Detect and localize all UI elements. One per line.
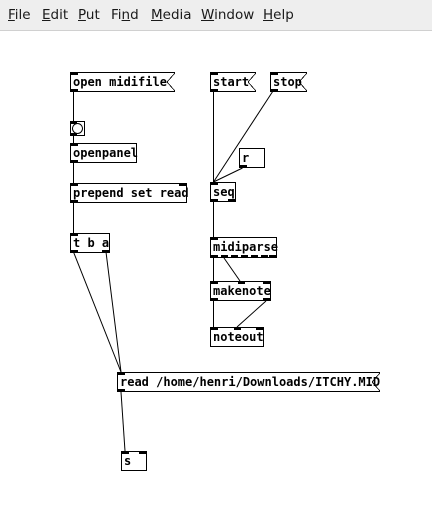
patch-canvas[interactable]: open midifile openpanel prepend set read… <box>0 31 432 520</box>
outlet-right[interactable] <box>263 298 270 301</box>
outlet[interactable] <box>71 89 78 92</box>
noteout-object[interactable]: noteout <box>210 327 264 347</box>
inlet[interactable] <box>71 121 77 124</box>
outlet-7[interactable] <box>269 255 276 258</box>
inlet[interactable] <box>71 72 78 75</box>
menu-file[interactable]: File <box>8 7 31 23</box>
outlet[interactable] <box>71 200 78 203</box>
read-file-message[interactable]: read /home/henri/Downloads/ITCHY.MID <box>117 372 380 392</box>
inlet-mid[interactable] <box>238 281 245 284</box>
inlet[interactable] <box>211 182 218 185</box>
start-message[interactable]: start <box>210 72 256 92</box>
stop-message[interactable]: stop <box>270 72 307 92</box>
seq-object[interactable]: seq <box>210 182 236 202</box>
menu-put[interactable]: Put <box>78 7 100 23</box>
menu-help[interactable]: Help <box>263 7 294 23</box>
inlet[interactable] <box>71 143 78 146</box>
cord-makenote-vel-to-noteout <box>236 300 267 328</box>
cord-midiparse-b-to-makenote <box>223 257 241 282</box>
inlet-left[interactable] <box>211 327 218 330</box>
cord-trigger-right-to-read <box>105 251 122 373</box>
outlet-left[interactable] <box>211 298 218 301</box>
cord-trigger-left-to-read <box>73 251 122 373</box>
openpanel-label: openpanel <box>73 146 139 160</box>
start-label: start <box>213 75 250 89</box>
midiparse-label: midiparse <box>213 240 279 254</box>
cord-read-to-send <box>120 391 126 452</box>
outlet-left[interactable] <box>211 199 218 202</box>
bang-button[interactable] <box>70 121 85 136</box>
inlet[interactable] <box>211 72 218 75</box>
send-label: s <box>124 454 132 468</box>
outlet-right[interactable] <box>102 250 109 253</box>
inlet[interactable] <box>211 237 218 240</box>
makenote-label: makenote <box>213 284 271 298</box>
receive-object[interactable]: r <box>239 148 265 168</box>
menu-find[interactable]: Find <box>111 7 139 23</box>
inlet-right[interactable] <box>256 327 263 330</box>
inlet[interactable] <box>271 72 278 75</box>
open-midifile-label: open midifile <box>73 75 167 89</box>
midiparse-object[interactable]: midiparse <box>210 237 279 258</box>
outlet-3[interactable] <box>231 255 238 258</box>
inlet-right[interactable] <box>179 183 186 186</box>
outlet[interactable] <box>211 89 218 92</box>
outlet[interactable] <box>240 165 247 168</box>
prepend-object[interactable]: prepend set read <box>70 183 189 203</box>
menu-edit[interactable]: Edit <box>42 7 69 23</box>
patch-cords <box>73 90 274 452</box>
openpanel-object[interactable]: openpanel <box>70 143 139 163</box>
trigger-label: t b a <box>73 236 110 250</box>
inlet-right[interactable] <box>263 281 270 284</box>
outlet[interactable] <box>271 89 278 92</box>
menu-bar: File Edit Put Find Media Window Help <box>0 0 432 31</box>
seq-label: seq <box>213 185 235 199</box>
trigger-object[interactable]: t b a <box>70 233 110 253</box>
inlet[interactable] <box>71 183 78 186</box>
menu-media[interactable]: Media <box>151 7 192 23</box>
outlet-left[interactable] <box>71 250 78 253</box>
outlet-1[interactable] <box>211 255 218 258</box>
prepend-label: prepend set read <box>73 186 189 200</box>
inlet-mid[interactable] <box>234 327 241 330</box>
cord-r-to-seq <box>213 167 243 183</box>
open-midifile-message[interactable]: open midifile <box>70 72 175 92</box>
outlet-right[interactable] <box>228 199 235 202</box>
outlet[interactable] <box>118 389 125 392</box>
outlet-2[interactable] <box>221 255 228 258</box>
outlet[interactable] <box>71 160 78 163</box>
inlet[interactable] <box>118 372 125 375</box>
outlet[interactable] <box>71 133 77 136</box>
inlet[interactable] <box>122 451 129 454</box>
cord-stop-to-seq <box>213 90 274 183</box>
outlet-6[interactable] <box>261 255 268 258</box>
read-file-label: read /home/henri/Downloads/ITCHY.MID <box>120 375 381 389</box>
inlet-left[interactable] <box>211 281 218 284</box>
bang-circle-icon <box>72 123 83 134</box>
noteout-label: noteout <box>213 330 264 344</box>
outlet-4[interactable] <box>241 255 248 258</box>
receive-label: r <box>242 151 250 165</box>
stop-label: stop <box>273 75 302 89</box>
inlet-right[interactable] <box>139 451 146 454</box>
inlet[interactable] <box>71 233 78 236</box>
send-object[interactable]: s <box>121 451 147 471</box>
makenote-object[interactable]: makenote <box>210 281 271 301</box>
menu-window[interactable]: Window <box>201 7 255 23</box>
outlet-5[interactable] <box>251 255 258 258</box>
